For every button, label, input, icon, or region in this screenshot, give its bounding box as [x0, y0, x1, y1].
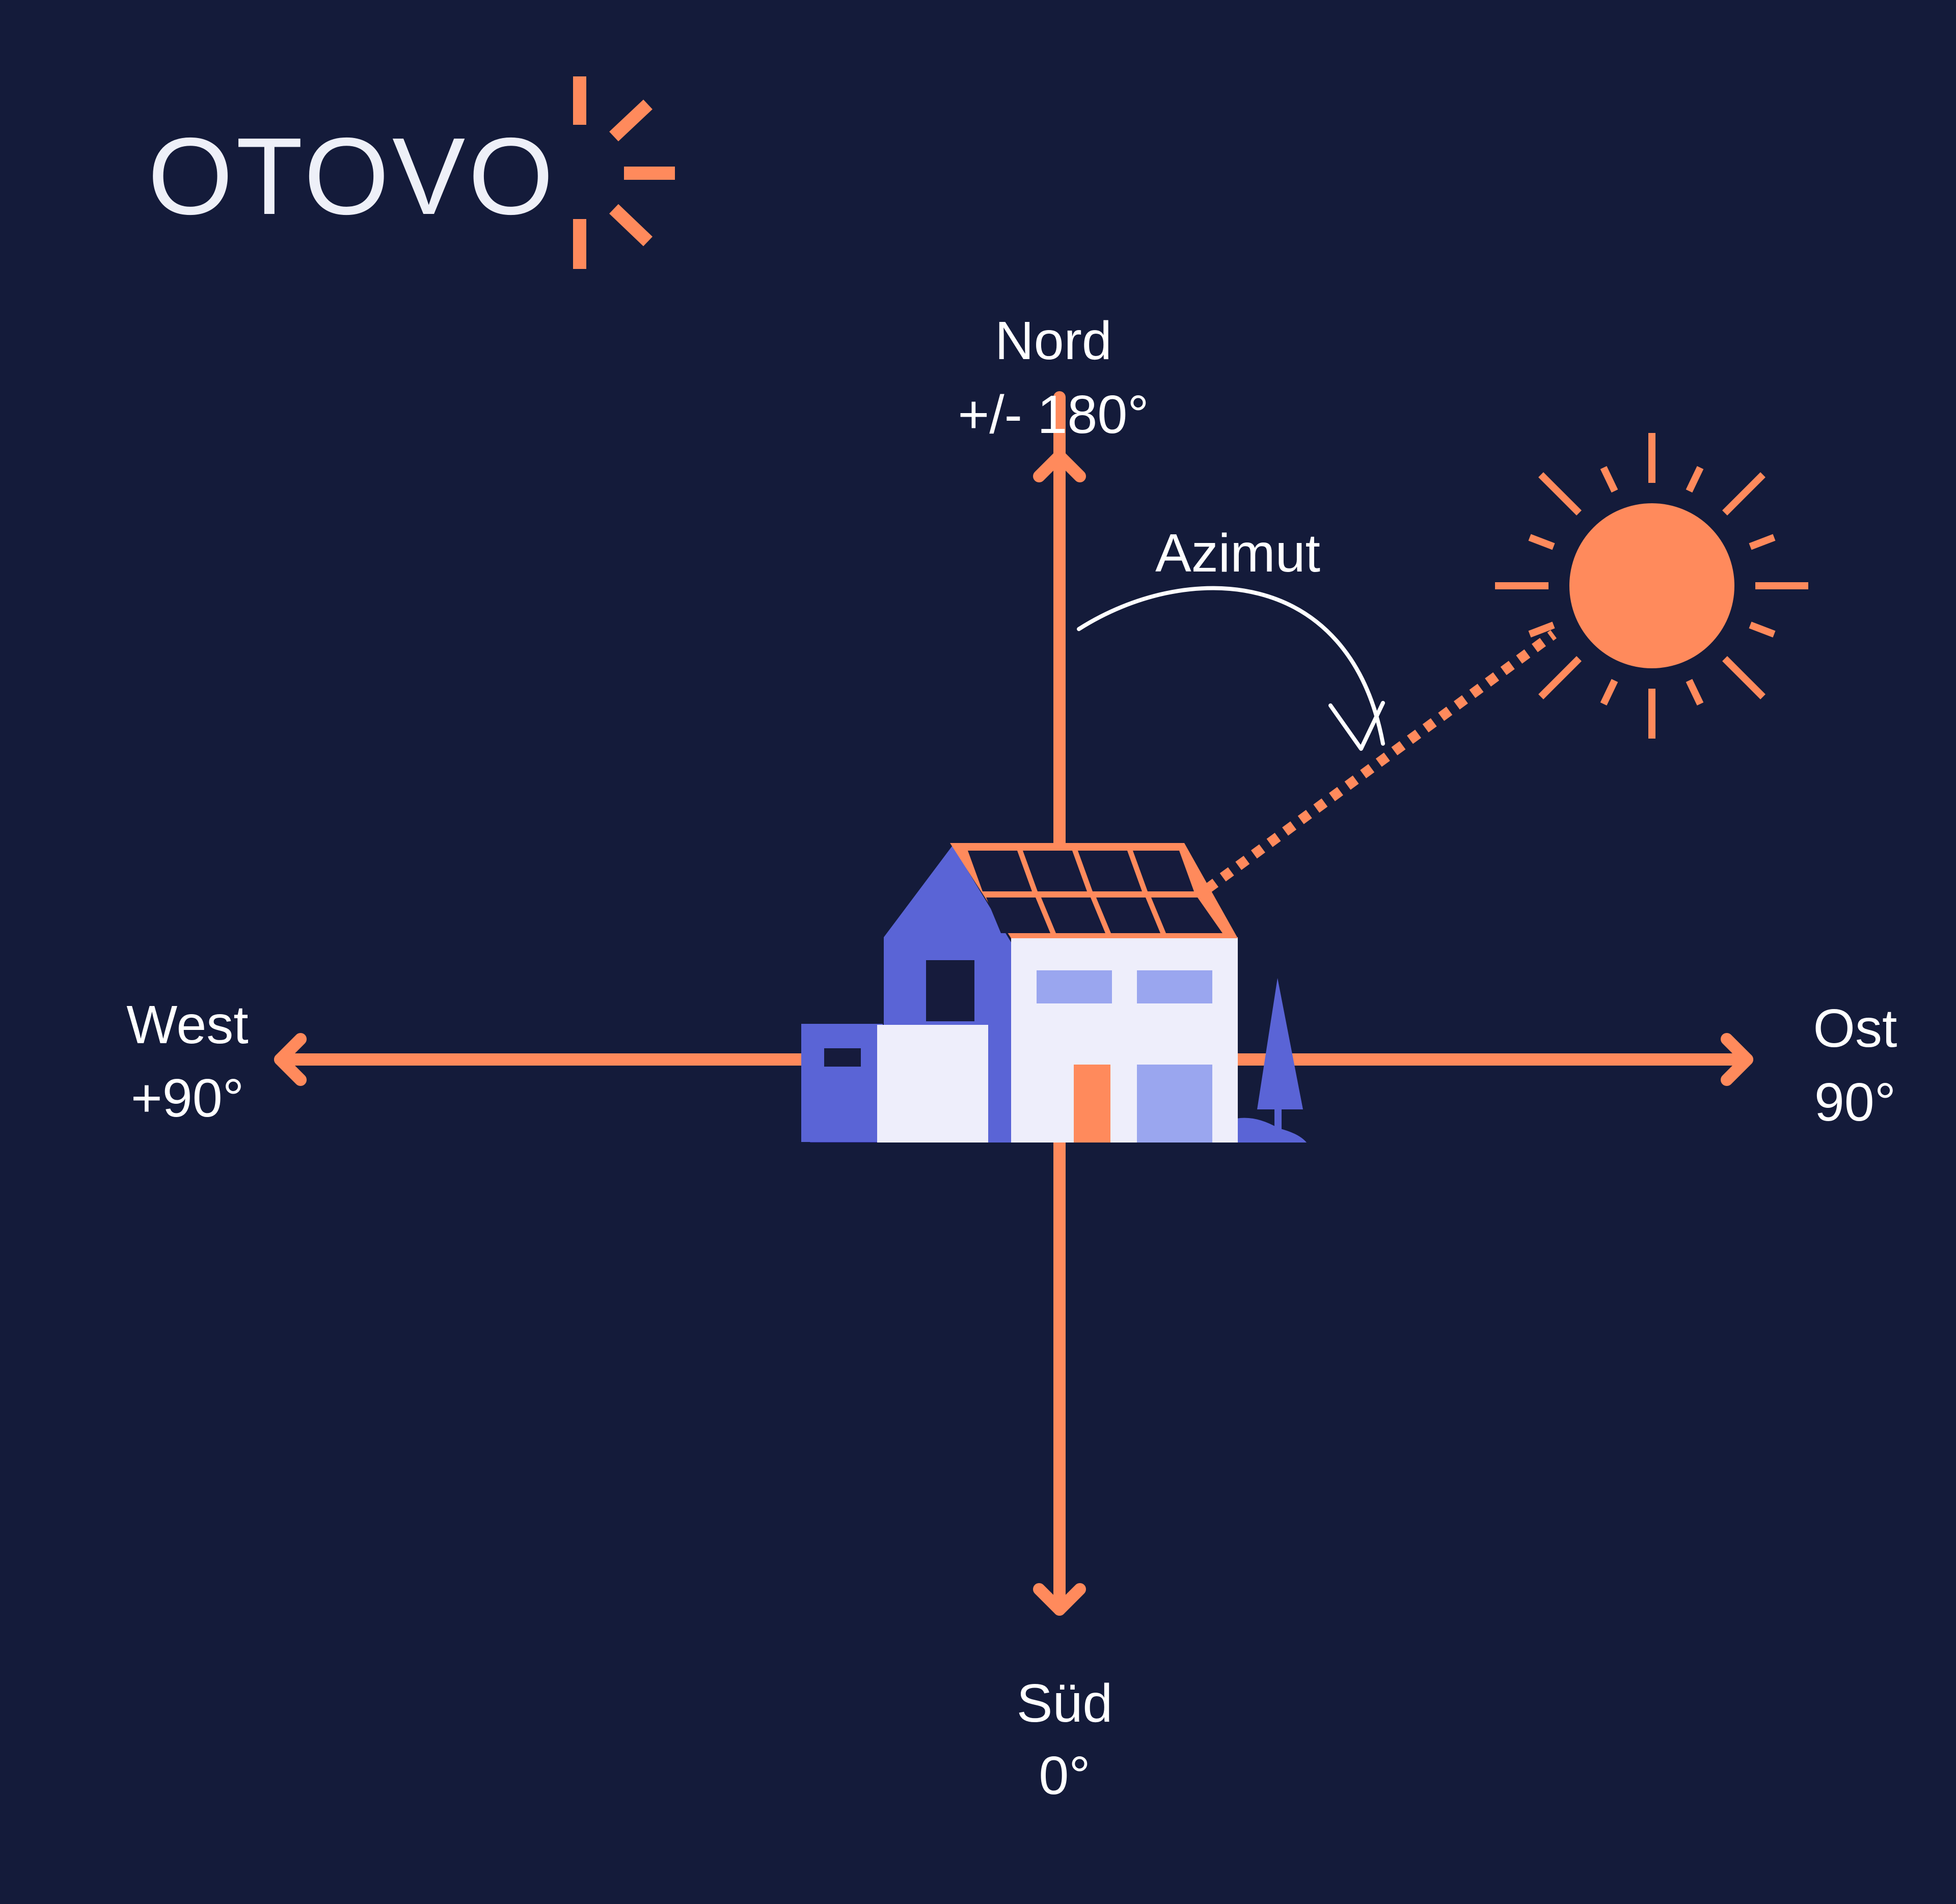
- logo-sun-rays-icon: [573, 76, 675, 269]
- window-top-left: [1037, 970, 1112, 1003]
- house-with-solar-panels-icon: [801, 843, 1307, 1143]
- sun-icon: [1495, 433, 1808, 739]
- balcony-wall: [877, 1025, 988, 1143]
- west-label: West: [126, 995, 249, 1055]
- east-arrowhead-icon: [1721, 1033, 1753, 1086]
- window-bottom-right: [1137, 1065, 1212, 1143]
- south-label: Süd: [1017, 1673, 1113, 1733]
- east-label: Ost: [1813, 998, 1897, 1058]
- north-label: Nord: [995, 311, 1112, 371]
- east-value: 90°: [1814, 1072, 1896, 1132]
- annex: [801, 1024, 883, 1142]
- logo-wordmark: OTOVO: [148, 115, 557, 237]
- west-arrowhead-icon: [274, 1033, 307, 1086]
- otovo-logo: OTOVO: [148, 76, 675, 269]
- compass-axes: [274, 391, 1753, 1616]
- azimuth-arrowhead-icon: [1328, 701, 1385, 751]
- azimuth-indicator: Azimut: [1077, 523, 1385, 751]
- south-arrowhead-icon: [1033, 1583, 1086, 1616]
- solar-panels: [968, 851, 1222, 933]
- sun-ray-dotted-line: [1204, 630, 1557, 893]
- tree-icon: [1257, 978, 1303, 1135]
- side-dark-window: [926, 960, 974, 1021]
- azimuth-arc: [1077, 586, 1385, 746]
- north-arrowhead-icon: [1033, 450, 1086, 482]
- west-value: +90°: [131, 1068, 244, 1128]
- window-top-right: [1137, 970, 1212, 1003]
- north-value: +/- 180°: [958, 385, 1149, 445]
- azimuth-label: Azimut: [1155, 523, 1320, 583]
- south-value: 0°: [1039, 1746, 1090, 1806]
- annex-window: [824, 1048, 861, 1067]
- direction-labels: Nord +/- 180° Süd 0° West +90° Ost 90°: [126, 311, 1897, 1806]
- front-door: [1074, 1065, 1110, 1143]
